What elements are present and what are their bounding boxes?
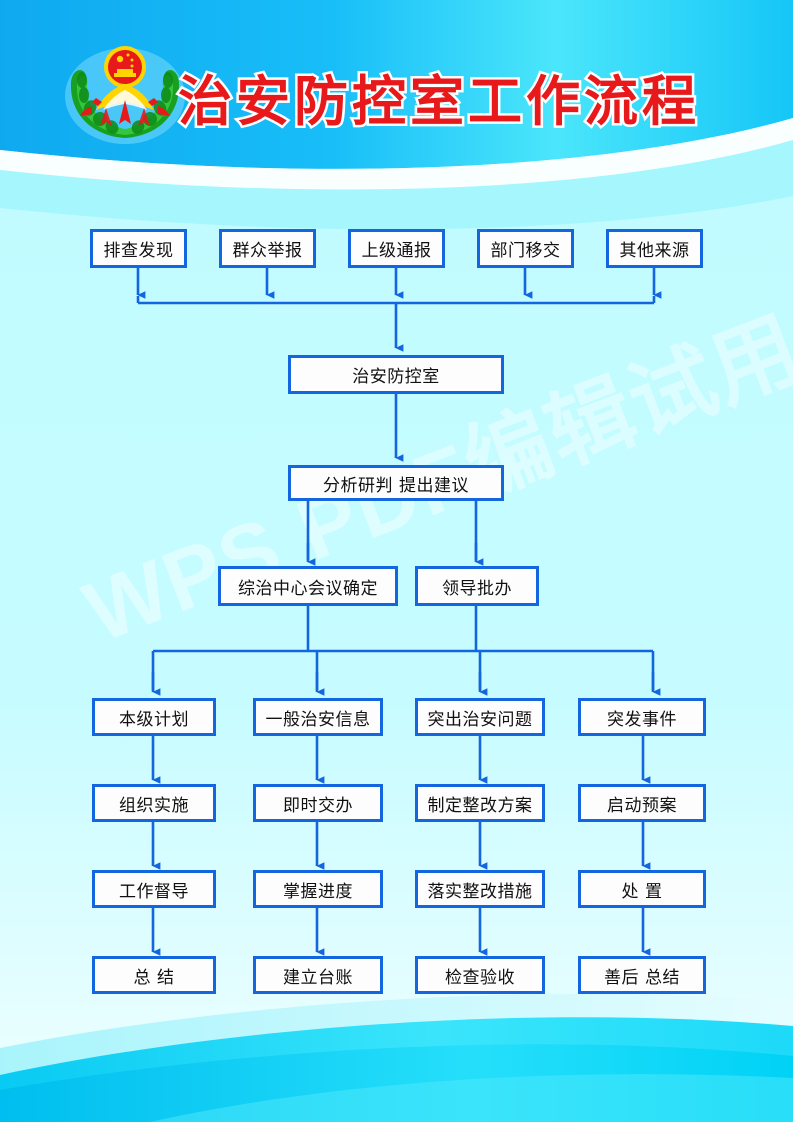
- node-col3-stage2[interactable]: 制定整改方案: [415, 784, 545, 822]
- node-source-4[interactable]: 部门移交: [477, 229, 574, 268]
- node-col3-stage1[interactable]: 突出治安问题: [415, 698, 545, 736]
- node-col4-stage3[interactable]: 处 置: [578, 870, 706, 908]
- node-col2-stage2[interactable]: 即时交办: [253, 784, 383, 822]
- page-title: 治安防控室工作流程: [176, 69, 700, 134]
- poster-header: 治安防控室工作流程: [0, 0, 793, 160]
- node-col2-stage4[interactable]: 建立台账: [253, 956, 383, 994]
- node-col3-stage4[interactable]: 检查验收: [415, 956, 545, 994]
- node-source-2[interactable]: 群众举报: [219, 229, 316, 268]
- node-col2-stage3[interactable]: 掌握进度: [253, 870, 383, 908]
- node-col4-stage2[interactable]: 启动预案: [578, 784, 706, 822]
- node-decision-committee[interactable]: 综治中心会议确定: [218, 566, 398, 606]
- node-col3-stage3[interactable]: 落实整改措施: [415, 870, 545, 908]
- node-source-5[interactable]: 其他来源: [606, 229, 703, 268]
- node-source-3[interactable]: 上级通报: [348, 229, 445, 268]
- node-decision-leader[interactable]: 领导批办: [415, 566, 539, 606]
- node-source-1[interactable]: 排查发现: [90, 229, 187, 268]
- node-col2-stage1[interactable]: 一般治安信息: [253, 698, 383, 736]
- node-col1-stage2[interactable]: 组织实施: [92, 784, 216, 822]
- node-col1-stage4[interactable]: 总 结: [92, 956, 216, 994]
- police-emblem-icon: [65, 46, 185, 144]
- node-analysis[interactable]: 分析研判 提出建议: [288, 465, 504, 501]
- node-col1-stage3[interactable]: 工作督导: [92, 870, 216, 908]
- node-control-room[interactable]: 治安防控室: [288, 355, 504, 394]
- node-col4-stage4[interactable]: 善后 总结: [578, 956, 706, 994]
- node-col4-stage1[interactable]: 突发事件: [578, 698, 706, 736]
- node-col1-stage1[interactable]: 本级计划: [92, 698, 216, 736]
